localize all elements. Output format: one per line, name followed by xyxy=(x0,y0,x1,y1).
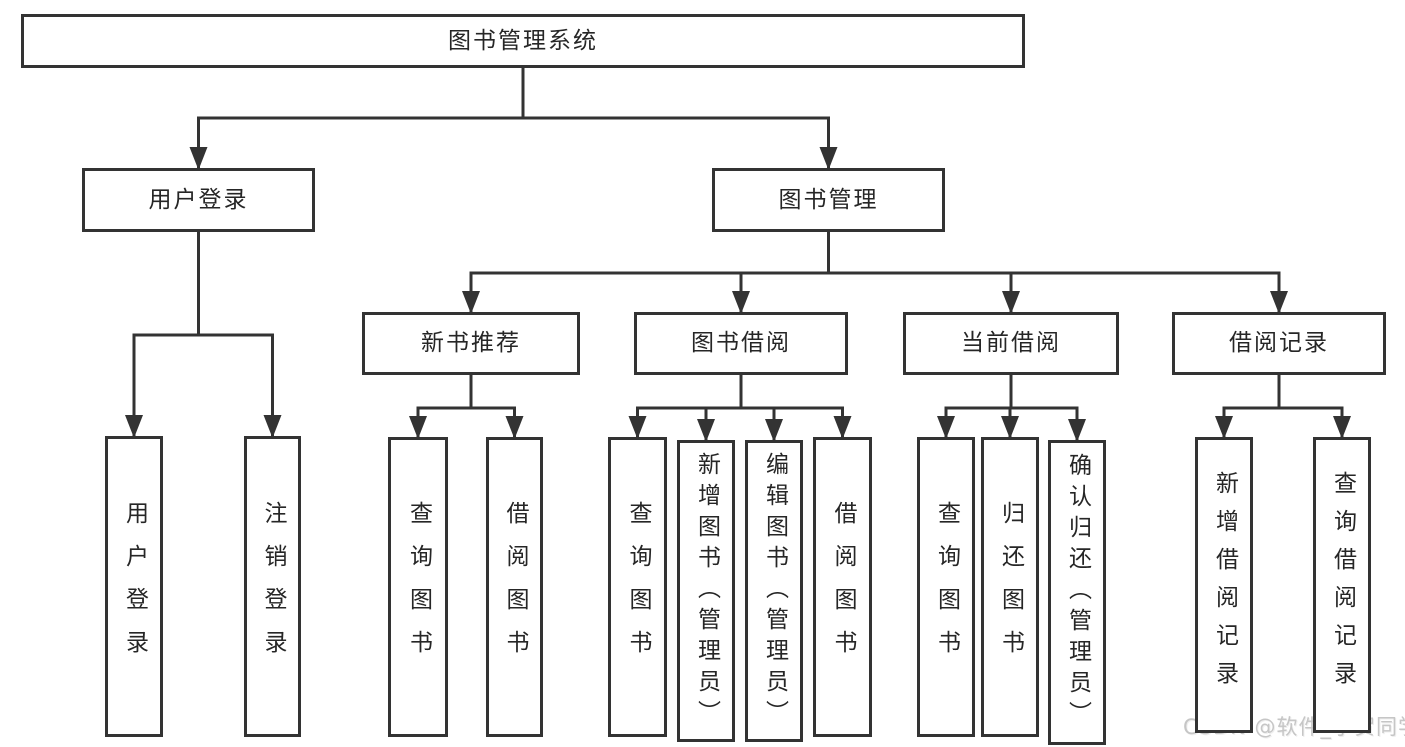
node-leaf-cb-confirm-return: 确认归还（管理员） xyxy=(1048,440,1106,745)
node-leaf-br-add-record: 新增借阅记录 xyxy=(1195,437,1253,733)
node-leaf-nbr-borrow-books: 借阅图书 xyxy=(486,437,543,737)
node-leaf-cb-return-books: 归还图书 xyxy=(981,437,1039,737)
node-borrow-records: 借阅记录 xyxy=(1172,312,1386,375)
arrowhead-icon xyxy=(1333,416,1351,439)
arrowhead-icon xyxy=(263,415,282,438)
arrowhead-icon xyxy=(833,416,852,439)
node-root: 图书管理系统 xyxy=(21,14,1025,68)
node-label: 借阅图书 xyxy=(830,501,856,673)
arrowhead-icon xyxy=(1215,416,1233,439)
arrowhead-icon xyxy=(765,419,783,442)
node-label: 当前借阅 xyxy=(961,330,1061,356)
node-label: 查询借阅记录 xyxy=(1329,471,1356,699)
node-current-borrow: 当前借阅 xyxy=(903,312,1119,375)
node-label: 图书借阅 xyxy=(691,330,791,356)
node-label: 查询图书 xyxy=(405,501,432,673)
node-label: 用户登录 xyxy=(121,500,148,673)
arrowhead-icon xyxy=(732,291,750,314)
node-leaf-br-query-record: 查询借阅记录 xyxy=(1313,437,1371,733)
node-label: 借阅记录 xyxy=(1229,330,1329,356)
arrowhead-icon xyxy=(189,147,208,170)
node-label: 查询图书 xyxy=(625,501,651,673)
node-label: 图书管理 xyxy=(778,186,879,213)
node-book-management: 图书管理 xyxy=(712,168,945,232)
node-leaf-bb-borrow-books: 借阅图书 xyxy=(813,437,872,737)
arrowhead-icon xyxy=(628,416,647,439)
node-label: 归还图书 xyxy=(997,501,1024,673)
node-leaf-bb-query-books: 查询图书 xyxy=(608,437,667,737)
node-label: 新书推荐 xyxy=(421,330,521,356)
node-leaf-bb-add-books: 新增图书（管理员） xyxy=(677,440,735,742)
node-leaf-nbr-query-books: 查询图书 xyxy=(388,437,448,737)
node-label: 借阅图书 xyxy=(502,501,528,673)
node-book-borrow: 图书借阅 xyxy=(634,312,848,375)
node-label: 用户登录 xyxy=(148,186,249,213)
arrowhead-icon xyxy=(1068,419,1086,442)
arrowhead-icon xyxy=(1001,416,1019,439)
arrowhead-icon xyxy=(409,416,427,439)
node-leaf-user-login: 用户登录 xyxy=(105,436,163,737)
node-leaf-bb-edit-books: 编辑图书（管理员） xyxy=(745,440,803,742)
arrowhead-icon xyxy=(1002,291,1020,314)
node-label: 查询图书 xyxy=(933,501,960,673)
node-label: 注销登录 xyxy=(260,500,286,673)
node-label: 新增借阅记录 xyxy=(1211,471,1238,699)
node-label: 确认归还（管理员） xyxy=(1064,453,1091,732)
node-label: 新增图书（管理员） xyxy=(693,451,720,731)
arrowhead-icon xyxy=(125,415,143,438)
arrowhead-icon xyxy=(937,416,955,439)
node-label: 编辑图书（管理员） xyxy=(761,451,788,731)
arrowhead-icon xyxy=(819,147,838,170)
node-label: 图书管理系统 xyxy=(448,27,598,54)
node-new-book-recommend: 新书推荐 xyxy=(362,312,580,375)
arrowhead-icon xyxy=(505,416,524,439)
arrowhead-icon xyxy=(697,419,715,442)
node-leaf-cb-query-books: 查询图书 xyxy=(917,437,975,737)
arrowhead-icon xyxy=(1270,291,1288,314)
node-user-login: 用户登录 xyxy=(82,168,315,232)
node-leaf-logout: 注销登录 xyxy=(244,436,301,737)
arrowhead-icon xyxy=(462,291,480,314)
